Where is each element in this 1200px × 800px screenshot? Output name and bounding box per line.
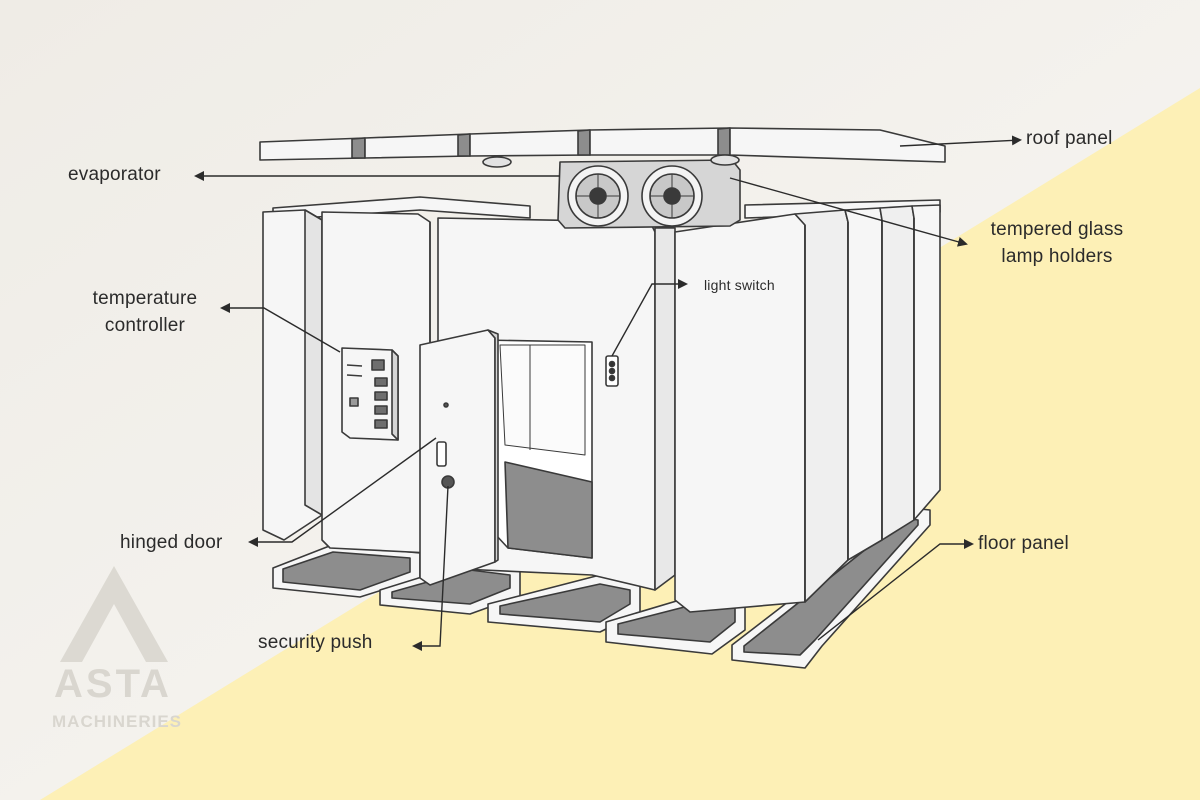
- label-hinged-door: hinged door: [120, 532, 223, 553]
- light-switch-icon: [605, 355, 619, 387]
- floor-panel-arrow: [817, 539, 974, 641]
- label-light-switch: light switch: [704, 277, 775, 293]
- temperature-controller-arrow: [220, 303, 341, 353]
- label-temperature-line2: controller: [104, 315, 186, 336]
- label-roof-panel: roof panel: [1026, 128, 1113, 149]
- hinged-door-arrow: [248, 437, 437, 547]
- temperature-controller-box: [341, 347, 399, 441]
- label-floor-panel: floor panel: [978, 533, 1069, 554]
- logo-tagline: MACHINERIES: [52, 712, 183, 731]
- label-tempered-glass-line1: tempered glass: [990, 219, 1124, 240]
- left-wall-panels: [262, 209, 431, 554]
- roof-panels: [259, 127, 946, 168]
- hinged-door: [419, 329, 499, 586]
- evaporator-unit: [557, 159, 741, 229]
- asta-logo-icon: [60, 566, 168, 662]
- tempered-glass-arrow: [729, 177, 968, 247]
- label-evaporator: evaporator: [68, 164, 161, 185]
- security-push-arrow: [412, 485, 449, 651]
- label-temperature-controller: temperature controller: [70, 285, 220, 339]
- label-tempered-glass: tempered glass lamp holders: [972, 216, 1142, 270]
- logo-name: ASTA: [54, 662, 172, 706]
- label-security-push: security push: [258, 632, 373, 653]
- label-temperature-line1: temperature: [92, 288, 198, 309]
- right-wall-panels: [654, 204, 941, 613]
- light-switch-arrow: [611, 279, 688, 357]
- callout-lines: [194, 135, 1022, 651]
- roof-panel-arrow: [899, 135, 1022, 147]
- label-tempered-glass-line2: lamp holders: [1001, 246, 1113, 267]
